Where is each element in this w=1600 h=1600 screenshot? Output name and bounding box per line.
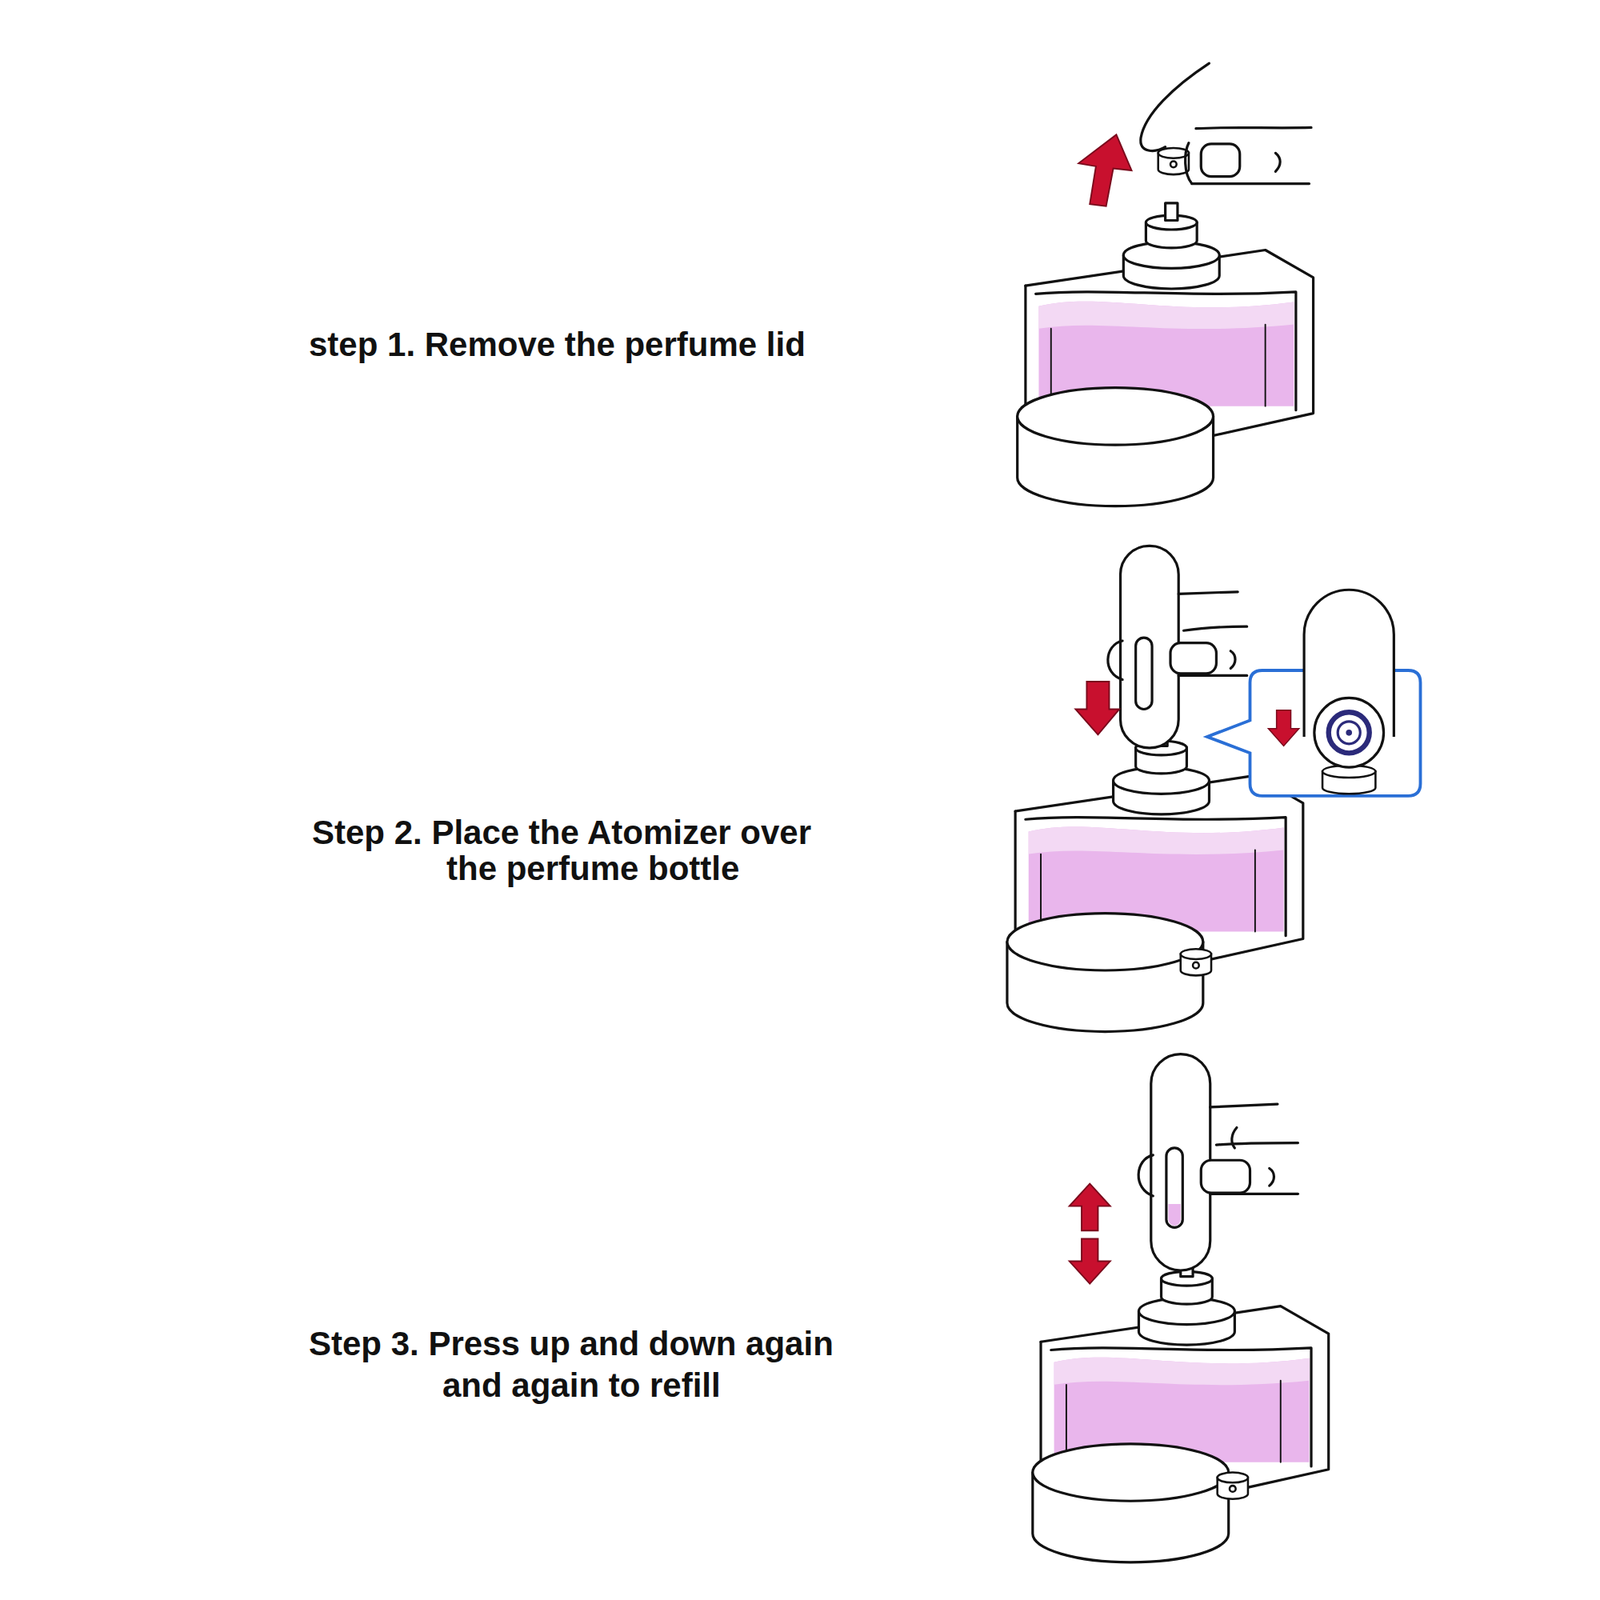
perfume-bottle	[1017, 203, 1314, 507]
finger-line	[1178, 592, 1238, 595]
step-instruction: step 1. Remove the perfume lid	[308, 326, 1029, 363]
atomizer-body	[1151, 1054, 1211, 1271]
finger-line	[1216, 1143, 1298, 1146]
step-instruction: Step 2. Place the Atomizer over the perf…	[446, 814, 840, 887]
finger-line	[1210, 1104, 1278, 1108]
lid-shape	[1180, 948, 1212, 976]
refill-valve	[1328, 712, 1370, 753]
refill-valve	[1337, 721, 1360, 744]
finger-line	[1138, 1155, 1153, 1196]
perfume-bottle	[1032, 1259, 1329, 1563]
knuckle-line	[1269, 1168, 1275, 1186]
refill-valve	[1345, 729, 1352, 736]
finger-line	[1232, 1127, 1237, 1148]
finger-line	[1108, 640, 1123, 680]
atomizer	[1151, 1054, 1211, 1271]
step-instruction: Step 3. Press up and down again and agai…	[442, 1323, 873, 1407]
down-arrow	[1075, 681, 1120, 735]
up-arrow	[1078, 134, 1132, 206]
finger-line	[1196, 127, 1312, 128]
down-arrow	[1268, 710, 1299, 747]
finger-line	[1185, 143, 1192, 184]
atomizer-window	[1166, 1148, 1183, 1228]
finger-line	[1140, 63, 1210, 151]
atomizer	[1120, 545, 1180, 748]
atomizer-window	[1136, 637, 1152, 709]
atomizer-body	[1120, 545, 1180, 748]
up-arrow	[1069, 1184, 1111, 1232]
lid-shape	[1217, 1472, 1248, 1500]
knuckle-line	[1230, 651, 1236, 669]
atomizer-base	[1314, 697, 1384, 768]
perfume-level	[1168, 1204, 1180, 1226]
finger-line	[1192, 182, 1310, 185]
perfume-lid	[1217, 1472, 1248, 1500]
perfume-lid	[1180, 948, 1212, 976]
hand	[1108, 592, 1248, 680]
fingernail	[1200, 144, 1240, 177]
fingernail	[1200, 1160, 1250, 1193]
fingernail	[1170, 643, 1216, 674]
hand	[1138, 1104, 1298, 1196]
detail-callout	[1207, 589, 1421, 796]
finger-line	[1184, 626, 1248, 631]
knuckle-line	[1275, 152, 1280, 172]
down-arrow	[1069, 1238, 1111, 1284]
hand	[1140, 63, 1312, 184]
